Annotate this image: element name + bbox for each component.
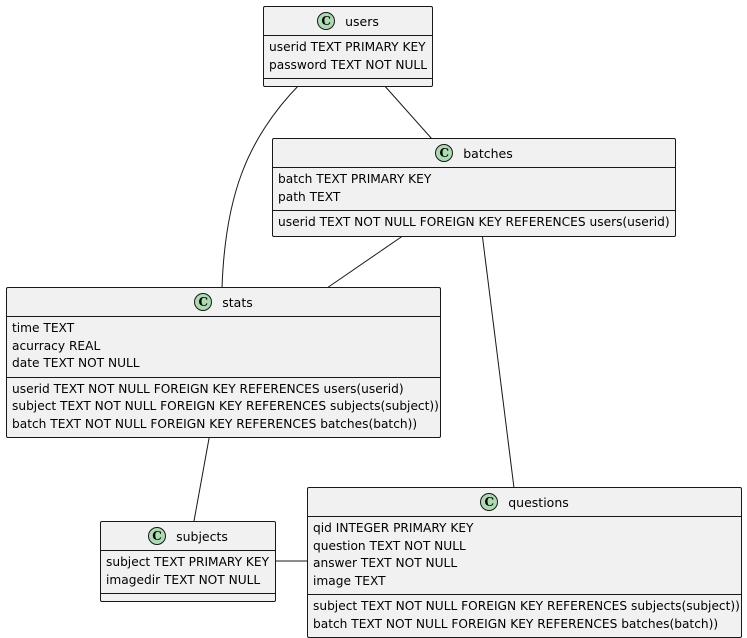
field: userid TEXT PRIMARY KEY bbox=[269, 40, 426, 54]
foreign-key: batch TEXT NOT NULL FOREIGN KEY REFERENC… bbox=[313, 616, 719, 631]
class-stats-title: stats bbox=[222, 294, 253, 310]
class-c-icon: C bbox=[148, 527, 167, 545]
association-batches-questions bbox=[481, 232, 515, 489]
association-batches-stats bbox=[326, 232, 408, 289]
field: subject TEXT PRIMARY KEY bbox=[106, 555, 270, 569]
class-users-header: C users bbox=[264, 7, 432, 36]
class-users[interactable]: C users userid TEXT PRIMARY KEY password… bbox=[263, 6, 433, 87]
class-users-methods bbox=[264, 78, 432, 86]
field: password TEXT NOT NULL bbox=[269, 57, 427, 72]
class-c-icon: C bbox=[435, 144, 454, 162]
class-batches-foreign-keys: userid TEXT NOT NULL FOREIGN KEY REFEREN… bbox=[273, 210, 675, 236]
association-stats-subjects bbox=[193, 432, 211, 522]
class-stats-fields: time TEXT acurracy REAL date TEXT NOT NU… bbox=[7, 317, 440, 377]
class-questions-title: questions bbox=[508, 494, 569, 510]
field: qid INTEGER PRIMARY KEY bbox=[313, 521, 474, 535]
class-questions-foreign-keys: subject TEXT NOT NULL FOREIGN KEY REFERE… bbox=[308, 594, 741, 637]
association-users-batches bbox=[382, 83, 433, 140]
class-subjects-title: subjects bbox=[176, 528, 228, 544]
class-questions-fields: qid INTEGER PRIMARY KEY question TEXT NO… bbox=[308, 517, 741, 594]
class-questions[interactable]: C questions qid INTEGER PRIMARY KEY ques… bbox=[307, 487, 742, 638]
class-stats-foreign-keys: userid TEXT NOT NULL FOREIGN KEY REFEREN… bbox=[7, 376, 440, 438]
class-c-icon: C bbox=[317, 12, 336, 30]
field: date TEXT NOT NULL bbox=[12, 356, 140, 370]
field: batch TEXT PRIMARY KEY bbox=[278, 172, 432, 186]
field: acurracy REAL bbox=[12, 338, 101, 353]
foreign-key: userid TEXT NOT NULL FOREIGN KEY REFEREN… bbox=[278, 215, 670, 229]
field: time TEXT bbox=[12, 321, 75, 335]
foreign-key: userid TEXT NOT NULL FOREIGN KEY REFEREN… bbox=[12, 381, 404, 396]
class-c-icon: C bbox=[194, 293, 213, 311]
field: path TEXT bbox=[278, 189, 341, 204]
field: question TEXT NOT NULL bbox=[313, 538, 466, 553]
class-subjects[interactable]: C subjects subject TEXT PRIMARY KEY imag… bbox=[100, 521, 276, 602]
class-batches-fields: batch TEXT PRIMARY KEY path TEXT bbox=[273, 168, 675, 210]
class-batches-title: batches bbox=[463, 145, 513, 161]
foreign-key: subject TEXT NOT NULL FOREIGN KEY REFERE… bbox=[313, 599, 740, 613]
field: answer TEXT NOT NULL bbox=[313, 556, 458, 570]
class-users-title: users bbox=[345, 13, 379, 29]
class-users-fields: userid TEXT PRIMARY KEY password TEXT NO… bbox=[264, 36, 432, 78]
class-subjects-header: C subjects bbox=[101, 522, 275, 551]
foreign-key: batch TEXT NOT NULL FOREIGN KEY REFERENC… bbox=[12, 416, 418, 431]
class-stats[interactable]: C stats time TEXT acurracy REAL date TEX… bbox=[6, 287, 441, 438]
class-stats-header: C stats bbox=[7, 288, 440, 317]
class-batches[interactable]: C batches batch TEXT PRIMARY KEY path TE… bbox=[272, 138, 676, 237]
class-batches-header: C batches bbox=[273, 139, 675, 168]
class-questions-header: C questions bbox=[308, 488, 741, 517]
field: image TEXT bbox=[313, 573, 386, 588]
foreign-key: subject TEXT NOT NULL FOREIGN KEY REFERE… bbox=[12, 399, 439, 413]
association-users-stats bbox=[221, 83, 301, 289]
class-subjects-fields: subject TEXT PRIMARY KEY imagedir TEXT N… bbox=[101, 551, 275, 593]
field: imagedir TEXT NOT NULL bbox=[106, 572, 261, 587]
class-c-icon: C bbox=[480, 493, 499, 511]
class-subjects-methods bbox=[101, 593, 275, 601]
